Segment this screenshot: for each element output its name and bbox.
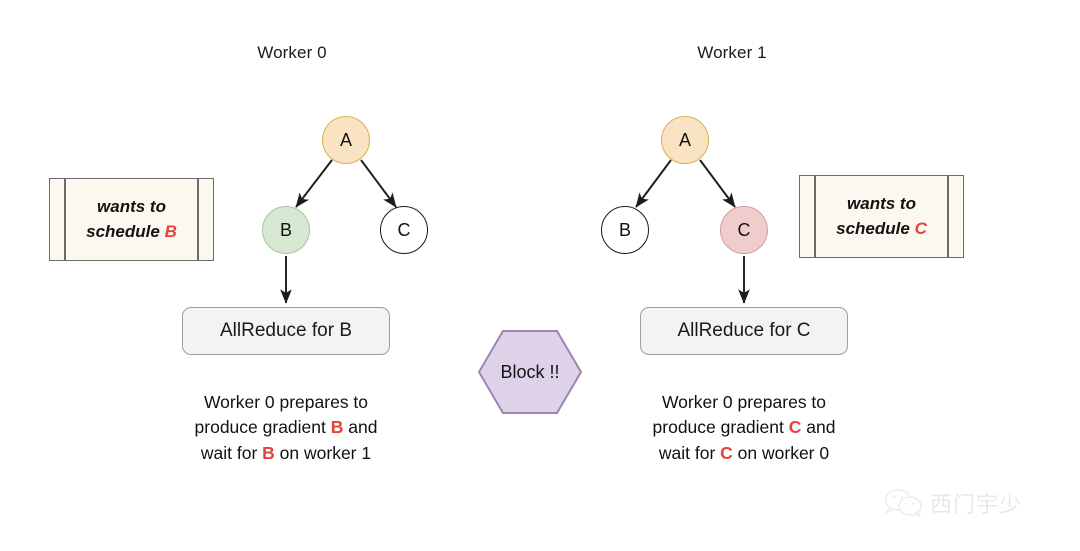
hexagon-shape: [477, 330, 583, 414]
worker-1-node-a[interactable]: A: [661, 116, 709, 164]
worker-0-caption-line-2-suffix: and: [343, 417, 378, 438]
worker-1-caption-line-3-prefix: wait for: [658, 442, 721, 463]
worker-0-caption-line-3: wait for B on worker 1: [136, 441, 436, 466]
note-card-right-rule: [947, 176, 949, 257]
worker-0-note-line-2-highlight: B: [164, 221, 177, 241]
worker-0-allreduce-box[interactable]: AllReduce for B: [182, 307, 390, 355]
worker-1-caption-line-2-highlight: C: [788, 417, 802, 438]
edge-w1-a-to-b: [635, 159, 672, 208]
worker-1-node-c-label: C: [737, 219, 751, 240]
worker-1-caption-line-2: produce gradient C and: [594, 415, 894, 440]
worker-0-node-c-label: C: [397, 219, 411, 240]
worker-1-note-line-1: wants to: [847, 194, 916, 214]
block-hexagon[interactable]: Block !!: [477, 329, 583, 415]
worker-1-node-b-label: B: [618, 219, 631, 240]
worker-1-caption-line-3: wait for C on worker 0: [594, 441, 894, 466]
worker-1-caption-line-3-highlight: C: [720, 442, 733, 463]
worker-1-title: Worker 1: [697, 43, 767, 62]
watermark-text: 西门宇少: [930, 493, 1023, 518]
worker-0-caption-line-3-prefix: wait for: [200, 442, 263, 463]
worker-1-caption-line-3-suffix: on worker 0: [732, 442, 830, 463]
worker-0-node-a[interactable]: A: [322, 116, 370, 164]
worker-1-caption-line-1: Worker 0 prepares to: [661, 392, 827, 412]
worker-1-node-a-label: A: [678, 129, 691, 150]
worker-0-caption-line-2-prefix: produce gradient: [194, 417, 331, 438]
worker-1-note-card: wants to schedule C: [799, 175, 964, 258]
edge-w0-a-to-b: [295, 159, 333, 208]
worker-1-allreduce-label: AllReduce for C: [677, 320, 811, 341]
worker-1-note-line-2-highlight: C: [914, 218, 927, 238]
worker-0-caption-line-2: produce gradient B and: [136, 415, 436, 440]
worker-0-node-a-label: A: [339, 129, 352, 150]
worker-1-caption-line-2-suffix: and: [801, 417, 836, 438]
worker-0-caption-line-2-highlight: B: [330, 417, 344, 438]
note-card-left-rule: [814, 176, 816, 257]
worker-1-note-text: wants to schedule C: [816, 176, 947, 257]
worker-0-note-line-2-prefix: schedule: [86, 221, 165, 241]
worker-1-allreduce-box[interactable]: AllReduce for C: [640, 307, 848, 355]
worker-0-node-b-label: B: [279, 219, 292, 240]
worker-0-caption-line-3-suffix: on worker 1: [274, 442, 372, 463]
worker-0-note-card: wants to schedule B: [49, 178, 214, 261]
wechat-watermark: 西门宇少: [884, 487, 1022, 519]
worker-1-caption: Worker 0 prepares to produce gradient C …: [594, 390, 894, 466]
edge-w1-a-to-c: [699, 159, 736, 208]
worker-0-node-b[interactable]: B: [262, 206, 310, 254]
worker-1-node-b[interactable]: B: [601, 206, 649, 254]
worker-1-node-c[interactable]: C: [720, 206, 768, 254]
worker-0-note-line-1: wants to: [97, 197, 166, 217]
worker-0-note-line-2: schedule B: [86, 220, 177, 244]
note-card-right-rule: [197, 179, 199, 260]
worker-0-node-c[interactable]: C: [380, 206, 428, 254]
worker-1-note-line-2: schedule C: [836, 217, 927, 241]
wechat-icon: [884, 489, 922, 518]
worker-1-caption-line-2-prefix: produce gradient: [652, 417, 789, 438]
worker-0-caption-line-1: Worker 0 prepares to: [203, 392, 369, 412]
worker-0-caption-line-3-highlight: B: [262, 442, 275, 463]
worker-0-note-text: wants to schedule B: [66, 179, 197, 260]
worker-0-allreduce-label: AllReduce for B: [219, 320, 352, 341]
worker-0-title: Worker 0: [257, 43, 327, 62]
note-card-left-rule: [64, 179, 66, 260]
worker-1-note-line-2-prefix: schedule: [836, 218, 915, 238]
worker-0-caption: Worker 0 prepares to produce gradient B …: [136, 390, 436, 466]
edge-w0-a-to-c: [360, 159, 397, 208]
